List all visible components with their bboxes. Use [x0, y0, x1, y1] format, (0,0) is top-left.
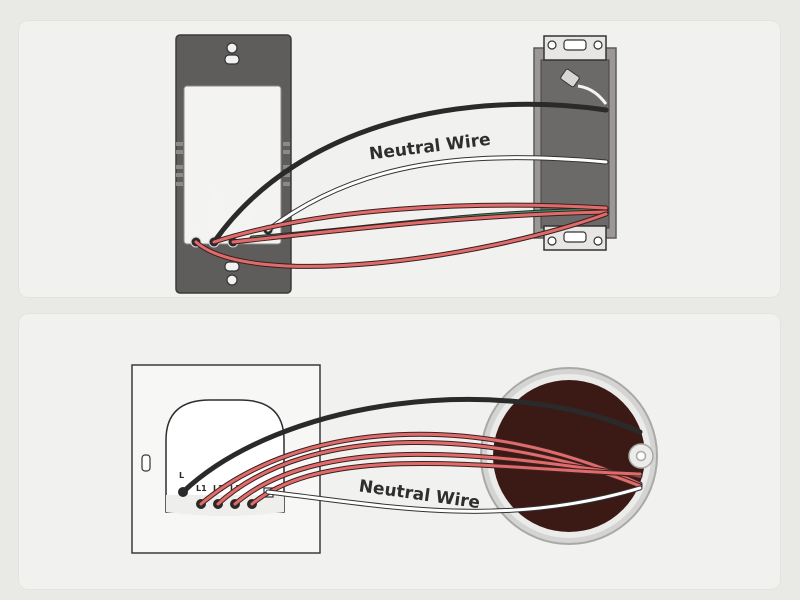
terminal-label-l1: L1 [193, 225, 203, 236]
back-box-screw-icon [628, 443, 654, 469]
bottom-wiring-panel: L L1 L2 L3 Neutr [18, 313, 781, 590]
top-wires [193, 101, 609, 269]
cable-clamp-icon [560, 68, 580, 88]
smart-switch-device: L1 Line/Load L Neutral [175, 34, 292, 294]
bottom-mounting-screw-icon [224, 261, 240, 286]
top-wiring-panel: L1 Line/Load L Neutral [18, 20, 781, 298]
terminal-label-neutral: Neutral [245, 200, 255, 236]
terminal-label-l: L [229, 230, 239, 236]
wall-back-box [533, 35, 617, 251]
module-terminal-label-l: L [179, 471, 184, 480]
top-black-wire [211, 101, 609, 245]
bottom-wiring-diagram: L L1 L2 L3 Neutr [131, 364, 658, 554]
top-mounting-screw-icon [224, 42, 240, 65]
wall-plate [131, 364, 321, 554]
bottom-black-wire [180, 396, 643, 495]
terminal-label-line-load: Line/Load [210, 190, 220, 236]
top-wiring-diagram: L1 Line/Load L Neutral [175, 34, 617, 294]
module-terminal-label-l1: L1 [196, 484, 207, 493]
bottom-wires [180, 396, 643, 514]
